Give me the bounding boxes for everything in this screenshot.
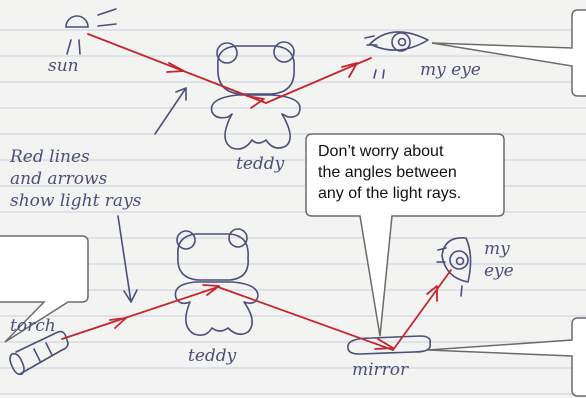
note-line-2: and arrows <box>10 168 141 190</box>
eye-bottom-drawing <box>437 238 471 296</box>
note-line-1: Red lines <box>10 146 141 168</box>
teddy-label-bottom: teddy <box>188 346 236 366</box>
eye-top-drawing <box>365 32 428 78</box>
my-eye-label-top: my eye <box>420 60 481 80</box>
callout-bubble-bottom-right <box>428 318 586 396</box>
my-eye-label-bottom: my eye <box>484 238 514 282</box>
callout-line-3: any of the light rays. <box>318 183 461 204</box>
callout-line-1: Don’t worry about <box>318 141 461 162</box>
note-line-3: show light rays <box>10 190 141 212</box>
my-eye-bottom-line-2: eye <box>484 260 514 282</box>
teddy-label-top: teddy <box>236 154 284 174</box>
callout-bubble-top-right <box>432 10 586 96</box>
torch-label: torch <box>10 316 56 336</box>
callout-text: Don’t worry about the angles between any… <box>318 141 461 204</box>
ray-teddy-to-mirror <box>218 287 393 350</box>
callout-line-2: the angles between <box>318 162 461 183</box>
sun-drawing <box>66 9 116 54</box>
teddy-top-drawing <box>212 42 300 149</box>
mirror-label: mirror <box>352 360 408 380</box>
ray-teddy-to-eye <box>247 58 371 108</box>
my-eye-bottom-line-1: my <box>484 238 514 260</box>
teddy-bottom-drawing <box>175 229 258 335</box>
sun-label: sun <box>48 56 79 76</box>
ray-mirror-to-eye <box>393 270 451 350</box>
light-rays-note: Red lines and arrows show light rays <box>10 146 141 212</box>
ray-sun-to-teddy <box>88 34 266 103</box>
